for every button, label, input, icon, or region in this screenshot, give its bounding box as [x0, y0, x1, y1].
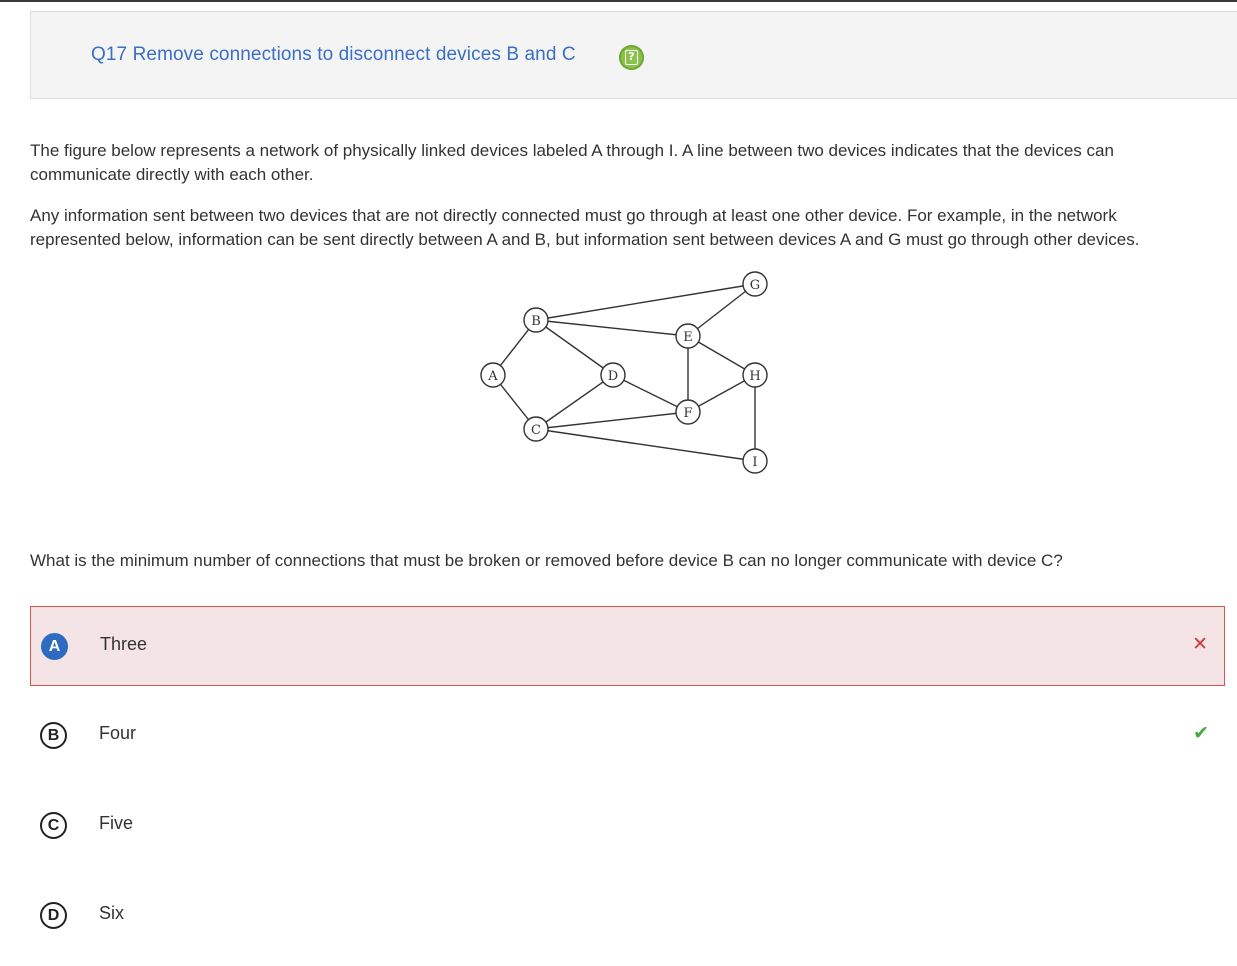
node-i: I [742, 448, 768, 474]
top-rule [0, 0, 1237, 2]
node-c: C [523, 416, 549, 442]
choice-b[interactable]: B Four ✔ [30, 696, 1225, 776]
edge-b-g [535, 283, 756, 321]
intro-paragraph: The figure below represents a network of… [30, 141, 1114, 184]
svg-text:I: I [752, 455, 757, 470]
question-title: Q17 Remove connections to disconnect dev… [91, 44, 576, 65]
edge-c-d [535, 374, 614, 430]
svg-text:C: C [531, 423, 541, 438]
choice-letter-c: C [40, 812, 67, 839]
x-icon: ✕ [1192, 633, 1208, 655]
node-h: H [742, 362, 768, 388]
edge-e-g [687, 283, 756, 337]
edge-c-i [535, 428, 756, 462]
example-paragraph: Any information sent between two devices… [30, 206, 1140, 249]
edge-f-h [687, 374, 756, 413]
choice-letter-d: D [40, 902, 67, 929]
svg-text:A: A [487, 369, 498, 384]
choice-d[interactable]: D Six [30, 876, 1225, 956]
edge-b-e [535, 319, 689, 337]
svg-text:H: H [749, 369, 760, 384]
choice-label-b: Four [99, 723, 137, 743]
svg-text:D: D [608, 369, 618, 384]
node-g: G [742, 271, 768, 297]
edge-b-d [535, 319, 614, 376]
choice-label-c: Five [99, 813, 134, 833]
choice-c[interactable]: C Five [30, 786, 1225, 866]
help-card-icon[interactable]: ? [619, 45, 644, 70]
svg-text:B: B [531, 314, 541, 329]
question-prompt: What is the minimum number of connection… [30, 551, 1063, 570]
network-diagram: A B C D E F G H I [480, 271, 768, 474]
choice-a[interactable]: A Three ✕ [30, 606, 1225, 686]
node-f: F [675, 399, 701, 425]
choice-label-d: Six [99, 903, 125, 923]
question-header: Q17 Remove connections to disconnect dev… [30, 11, 1237, 99]
check-icon: ✔ [1193, 722, 1209, 744]
svg-text:E: E [683, 330, 693, 345]
choice-label-a: Three [100, 634, 148, 654]
edge-c-f [535, 411, 689, 430]
svg-text:F: F [683, 406, 692, 421]
edge-e-h [687, 335, 756, 376]
choice-letter-b: B [40, 722, 67, 749]
node-d: D [600, 362, 626, 388]
node-e: E [675, 323, 701, 349]
edge-d-f [612, 374, 689, 413]
node-b: B [523, 307, 549, 333]
choice-letter-a: A [41, 633, 68, 660]
svg-text:G: G [750, 278, 760, 293]
node-a: A [480, 362, 506, 388]
